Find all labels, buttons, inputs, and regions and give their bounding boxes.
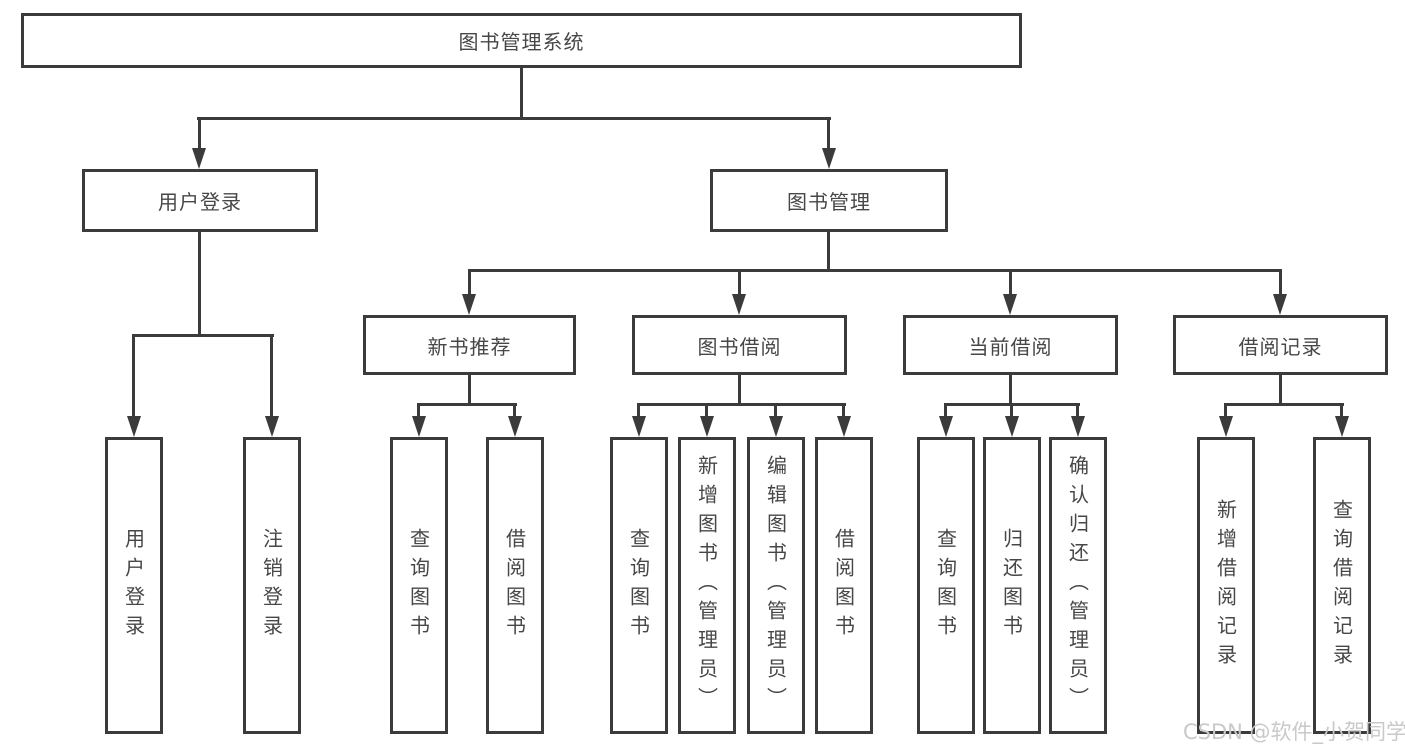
arrowhead-records-icon <box>1273 294 1287 315</box>
arrowhead-icon <box>769 416 783 437</box>
connector-records-rail <box>1224 403 1344 406</box>
connector-recommend-stem <box>468 375 471 406</box>
arrowhead-mgmt-icon <box>822 148 836 169</box>
connector-login-stem <box>198 232 201 337</box>
connector-drop <box>637 403 640 418</box>
connector-root-stem <box>520 68 523 120</box>
connector-drop-user-login-leaf <box>132 334 135 418</box>
connector-login-rail <box>132 334 274 337</box>
csdn-watermark: CSDN @软件_小贺同学 <box>1183 720 1405 744</box>
connector-records-stem <box>1279 375 1282 406</box>
connector-borrow-stem <box>738 375 741 406</box>
node-new-book-recommend: 新书推荐 <box>363 315 576 375</box>
arrowhead-icon <box>837 416 851 437</box>
node-book-borrow: 图书借阅 <box>632 315 847 375</box>
connector-drop-records <box>1279 269 1282 297</box>
node-current-borrow: 当前借阅 <box>903 315 1118 375</box>
connector-drop <box>1010 403 1013 418</box>
connector-drop-borrow <box>738 269 741 297</box>
connector-drop-logout-leaf <box>270 334 273 418</box>
arrowhead-icon <box>1335 416 1349 437</box>
connector-mgmt-rail <box>468 269 1282 272</box>
arrowhead-logout-leaf-icon <box>265 416 279 437</box>
node-borrow-records: 借阅记录 <box>1173 315 1388 375</box>
leaf-edit-books-admin: 编辑图书（管理员） <box>747 437 805 734</box>
arrowhead-icon <box>412 416 426 437</box>
arrowhead-icon <box>939 416 953 437</box>
connector-drop <box>1340 403 1343 418</box>
connector-borrow-rail <box>637 403 846 406</box>
connector-drop <box>1076 403 1079 418</box>
arrowhead-icon <box>1071 416 1085 437</box>
connector-drop <box>1224 403 1227 418</box>
connector-drop-login <box>198 117 201 150</box>
connector-drop <box>705 403 708 418</box>
leaf-add-borrow-record: 新增借阅记录 <box>1197 437 1255 734</box>
connector-drop-current <box>1009 269 1012 297</box>
arrowhead-icon <box>700 416 714 437</box>
leaf-query-borrow-record: 查询借阅记录 <box>1313 437 1371 734</box>
leaf-borrow-books: 借阅图书 <box>815 437 873 734</box>
arrowhead-icon <box>1005 416 1019 437</box>
arrowhead-icon <box>632 416 646 437</box>
leaf-return-books: 归还图书 <box>983 437 1041 734</box>
leaf-query-books-recommend: 查询图书 <box>390 437 448 734</box>
connector-drop-recommend <box>468 269 471 297</box>
leaf-logout: 注销登录 <box>243 437 301 734</box>
arrowhead-recommend-icon <box>462 294 476 315</box>
leaf-query-books-borrow: 查询图书 <box>610 437 668 734</box>
node-root-library-system: 图书管理系统 <box>21 13 1022 68</box>
connector-drop-mgmt <box>827 117 830 150</box>
leaf-add-books-admin: 新增图书（管理员） <box>678 437 736 734</box>
connector-current-stem <box>1009 375 1012 406</box>
node-book-management: 图书管理 <box>710 169 948 232</box>
arrowhead-icon <box>508 416 522 437</box>
connector-root-rail <box>197 117 831 120</box>
arrowhead-current-icon <box>1003 294 1017 315</box>
arrowhead-login-icon <box>192 148 206 169</box>
arrowhead-icon <box>1219 416 1233 437</box>
arrowhead-user-login-leaf-icon <box>127 416 141 437</box>
arrowhead-borrow-icon <box>732 294 746 315</box>
leaf-borrow-books-recommend: 借阅图书 <box>486 437 544 734</box>
connector-drop <box>774 403 777 418</box>
connector-recommend-rail <box>417 403 517 406</box>
connector-drop <box>842 403 845 418</box>
connector-drop <box>513 403 516 418</box>
node-user-login: 用户登录 <box>82 169 318 232</box>
connector-drop <box>944 403 947 418</box>
connector-drop <box>417 403 420 418</box>
connector-mgmt-stem <box>827 232 830 272</box>
leaf-user-login: 用户登录 <box>105 437 163 734</box>
leaf-confirm-return-admin: 确认归还（管理员） <box>1049 437 1107 734</box>
leaf-query-books-current: 查询图书 <box>917 437 975 734</box>
